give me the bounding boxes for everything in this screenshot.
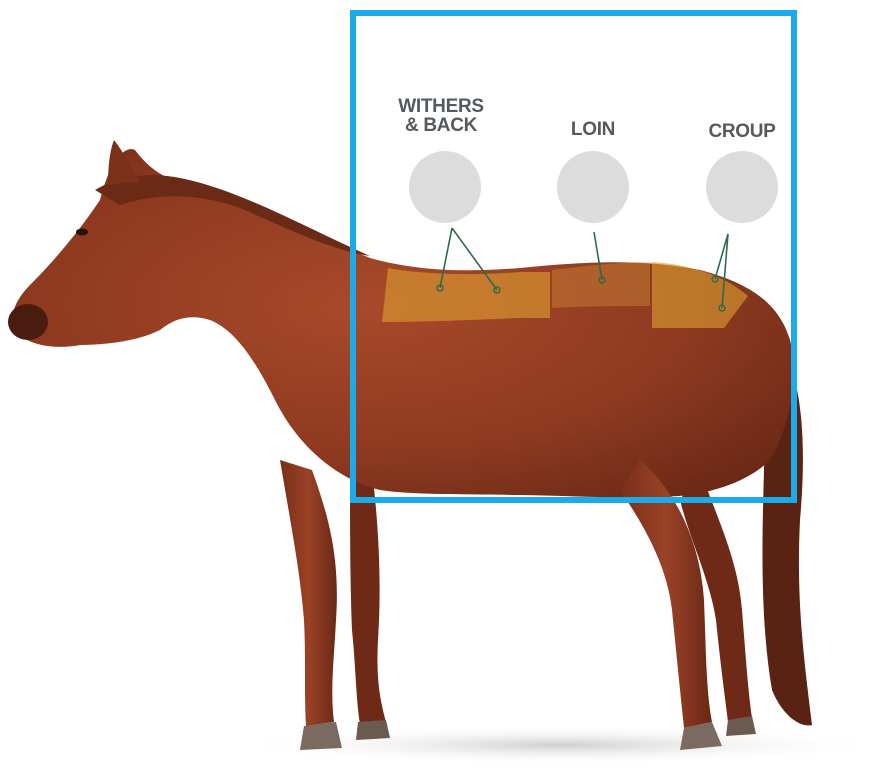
horse-eye	[76, 229, 88, 236]
front-hoof-far	[356, 720, 390, 740]
muzzle	[8, 304, 48, 340]
focus-highlight-box	[350, 10, 797, 503]
front-hoof-near	[300, 722, 342, 750]
near-front-leg	[280, 460, 337, 726]
far-front-leg	[350, 470, 386, 724]
